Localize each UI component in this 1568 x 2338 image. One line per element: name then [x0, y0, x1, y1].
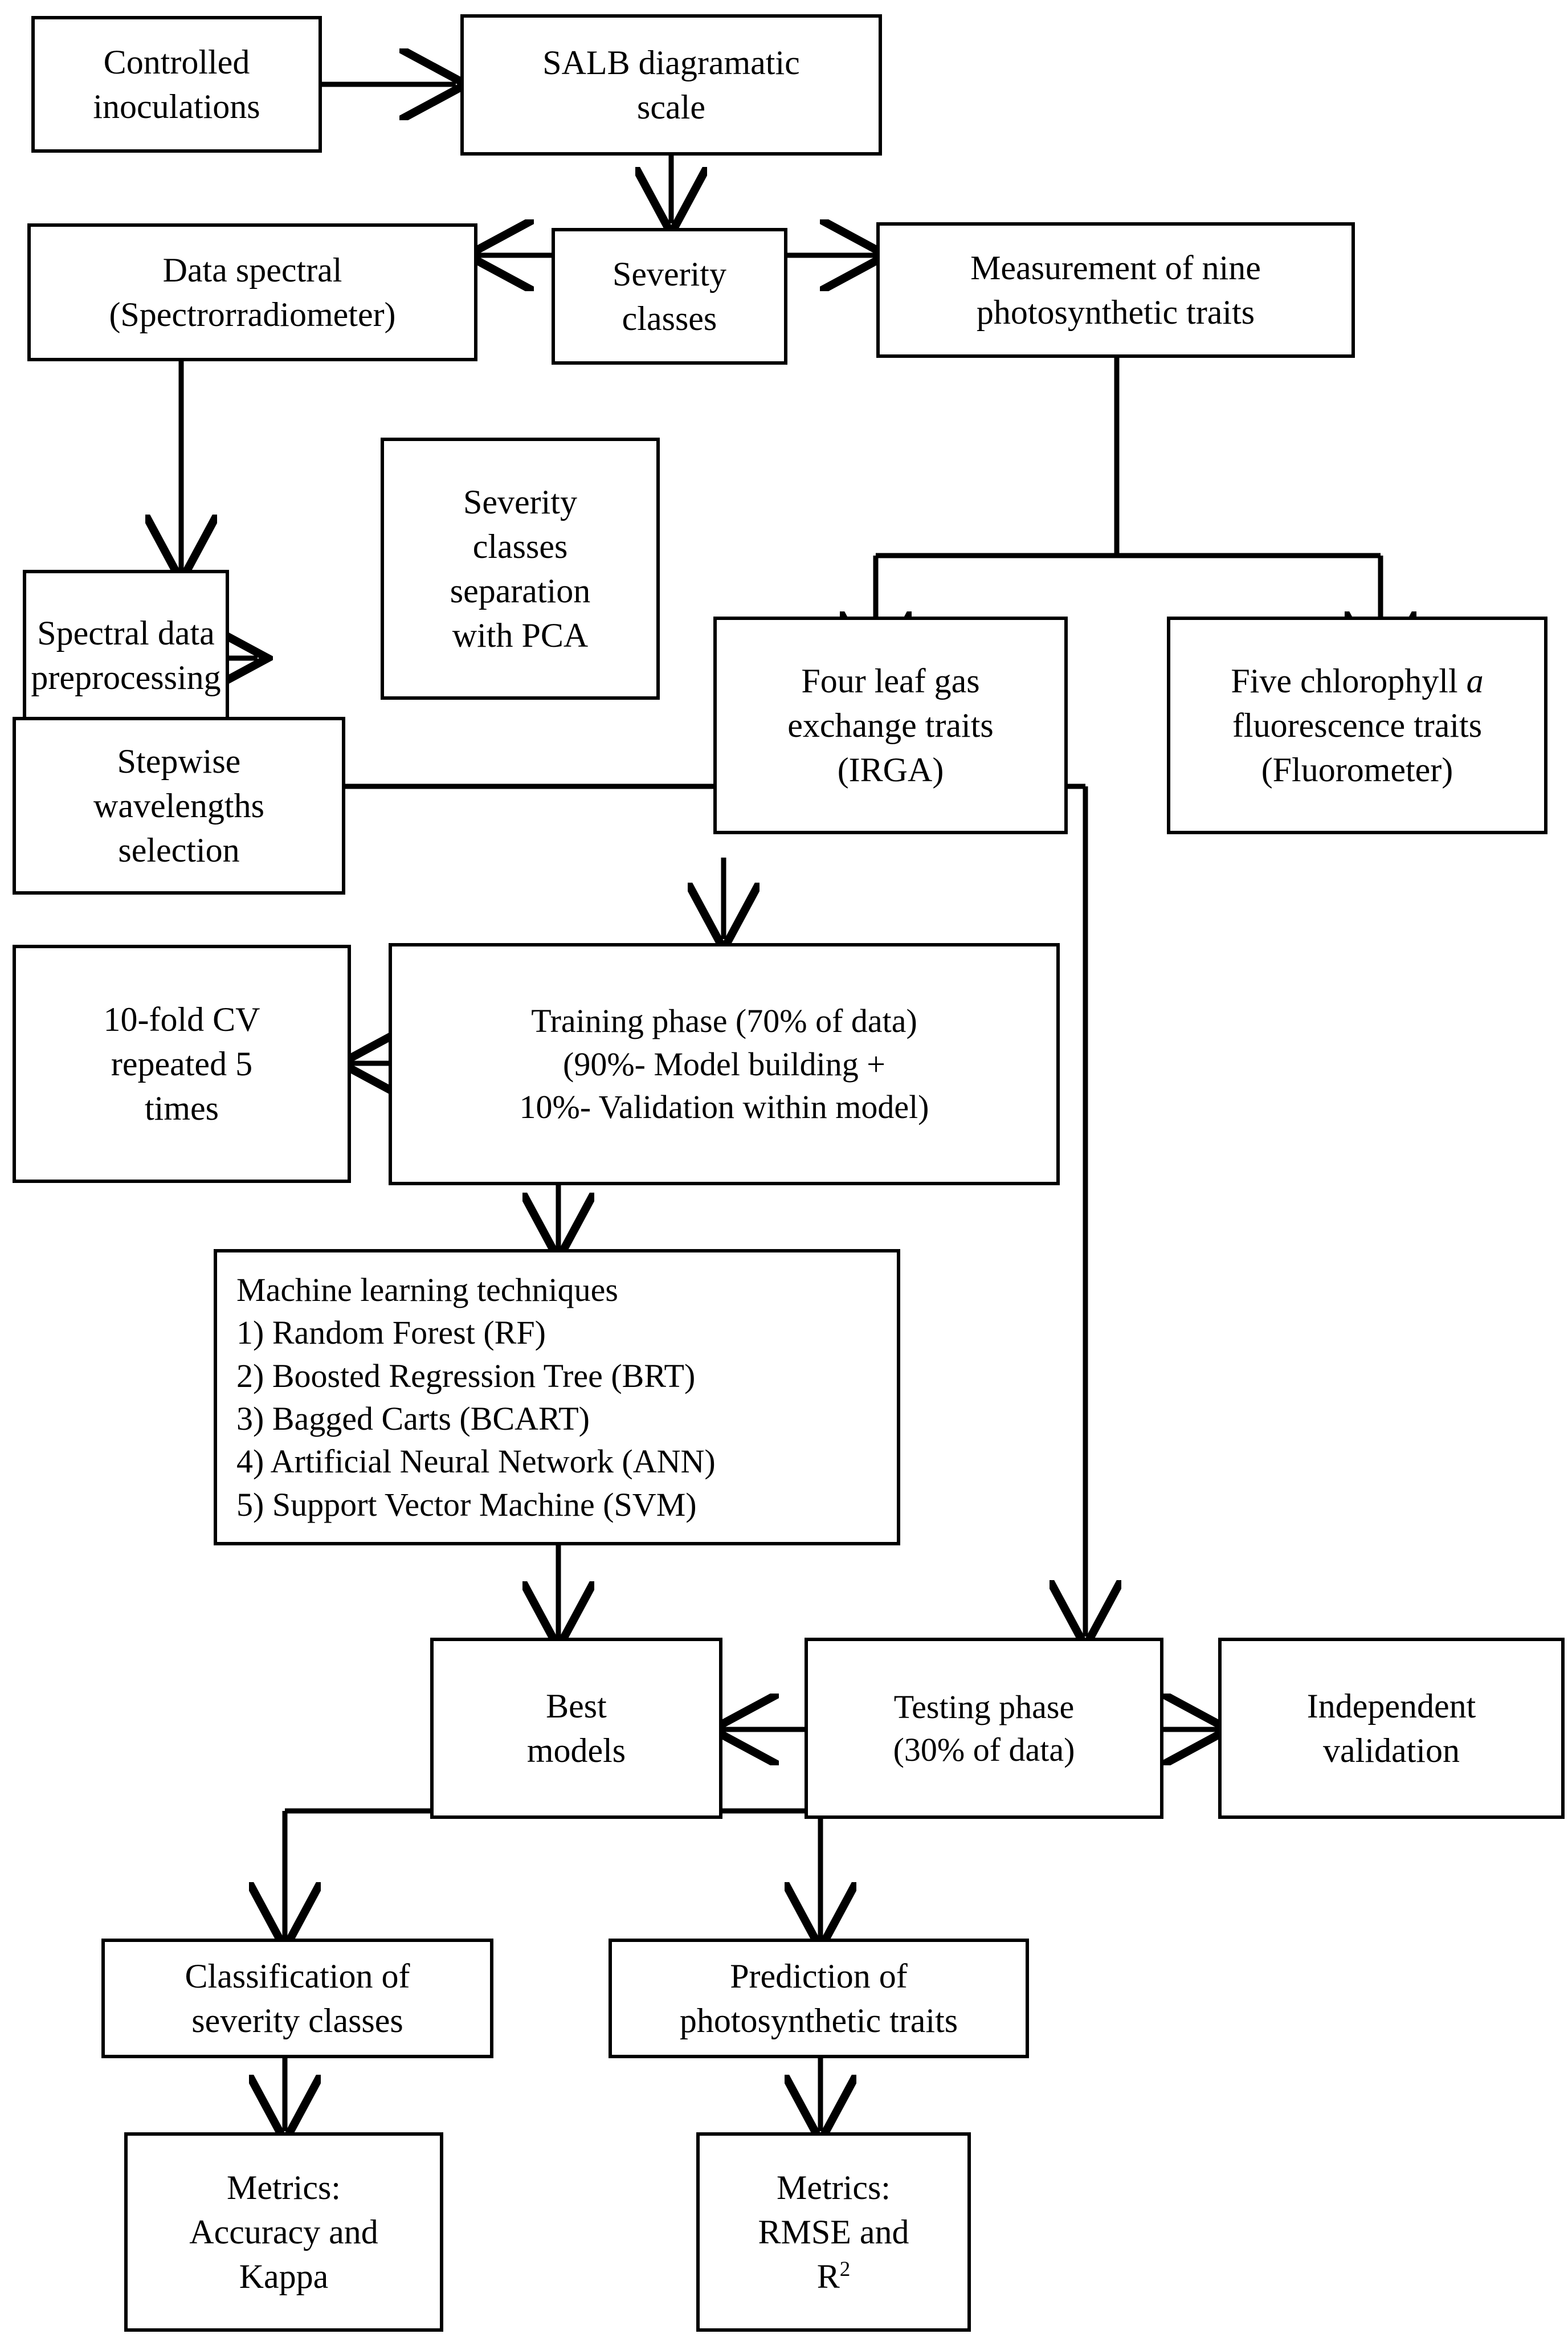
node-five-chlorophyll-label: Five chlorophyll a fluorescence traits (… — [1225, 659, 1489, 792]
text-line: RMSE and — [758, 2213, 909, 2251]
node-metrics-classification-label: Metrics: Accuracy and Kappa — [183, 2165, 383, 2299]
node-metrics-classification[interactable]: Metrics: Accuracy and Kappa — [124, 2132, 443, 2332]
text-line: 10-fold CV — [103, 1001, 260, 1038]
text-line: Severity — [463, 483, 577, 521]
node-salb-scale[interactable]: SALB diagramatic scale — [460, 14, 882, 156]
node-salb-scale-label: SALB diagramatic scale — [537, 40, 806, 129]
text-line: photosynthetic traits — [976, 293, 1255, 331]
text-line: exchange traits — [787, 707, 994, 744]
ml-heading: Machine learning techniques — [236, 1271, 618, 1308]
node-metrics-regression-label: Metrics: RMSE and R2 — [752, 2165, 914, 2299]
text-line: (Fluorometer) — [1261, 751, 1453, 789]
text-line: R2 — [817, 2258, 851, 2295]
text-line: preprocessing — [31, 659, 221, 696]
text-line: Controlled — [103, 43, 250, 81]
superscript: 2 — [839, 2258, 851, 2281]
text-italic: a — [1466, 662, 1484, 700]
text-line: Prediction of — [730, 1957, 908, 1995]
node-measurement-nine-traits-label: Measurement of nine photosynthetic trait… — [965, 246, 1267, 334]
node-pca-separation-label: Severity classes separation with PCA — [444, 480, 597, 658]
node-four-leaf-gas-label: Four leaf gas exchange traits (IRGA) — [782, 659, 999, 792]
node-spectral-preprocessing[interactable]: Spectral data preprocessing — [23, 570, 229, 741]
text-frag: R — [816, 2258, 840, 2295]
text-line: Stepwise — [117, 742, 241, 780]
node-data-spectral-label: Data spectral (Spectrorradiometer) — [103, 248, 401, 337]
text-line: Kappa — [239, 2258, 329, 2295]
node-10fold-cv-label: 10-fold CV repeated 5 times — [98, 997, 266, 1131]
node-prediction-traits-label: Prediction of photosynthetic traits — [674, 1954, 963, 2043]
node-classification-severity-label: Classification of severity classes — [179, 1954, 416, 2043]
text-line: classes — [472, 528, 568, 565]
node-independent-validation-label: Independent validation — [1301, 1684, 1482, 1773]
node-testing-phase[interactable]: Testing phase (30% of data) — [805, 1638, 1163, 1819]
text-line: (30% of data) — [893, 1731, 1075, 1768]
text-line: inoculations — [93, 88, 260, 125]
text-line: separation — [450, 572, 591, 610]
ml-item: 5) Support Vector Machine (SVM) — [236, 1486, 697, 1523]
text-line: Measurement of nine — [970, 249, 1261, 287]
node-best-models[interactable]: Best models — [430, 1638, 722, 1819]
node-classification-severity[interactable]: Classification of severity classes — [101, 1939, 493, 2058]
text-line: Accuracy and — [189, 2213, 378, 2251]
text-line: validation — [1323, 1732, 1460, 1769]
node-prediction-traits[interactable]: Prediction of photosynthetic traits — [609, 1939, 1029, 2058]
text-line: 10%- Validation within model) — [519, 1088, 929, 1126]
text-line: Metrics: — [777, 2169, 891, 2206]
text-line: SALB diagramatic — [542, 44, 800, 81]
node-measurement-nine-traits[interactable]: Measurement of nine photosynthetic trait… — [876, 222, 1355, 358]
ml-item: 4) Artificial Neural Network (ANN) — [236, 1443, 716, 1480]
node-training-phase[interactable]: Training phase (70% of data) (90%- Model… — [389, 943, 1060, 1185]
node-ml-techniques-label: Machine learning techniques 1) Random Fo… — [217, 1268, 897, 1526]
ml-item: 1) Random Forest (RF) — [236, 1314, 546, 1352]
text-line: Independent — [1306, 1687, 1476, 1725]
node-ml-techniques[interactable]: Machine learning techniques 1) Random Fo… — [214, 1249, 900, 1545]
text-line: Four leaf gas — [801, 662, 980, 700]
text-line: scale — [637, 88, 705, 126]
node-data-spectral[interactable]: Data spectral (Spectrorradiometer) — [27, 223, 477, 361]
ml-item: 2) Boosted Regression Tree (BRT) — [236, 1357, 696, 1394]
node-independent-validation[interactable]: Independent validation — [1218, 1638, 1565, 1819]
text-line: severity classes — [191, 2002, 403, 2039]
node-testing-phase-label: Testing phase (30% of data) — [888, 1686, 1081, 1772]
text-line: (Spectrorradiometer) — [109, 296, 396, 333]
text-line: classes — [622, 300, 717, 337]
node-spectral-preprocessing-label: Spectral data preprocessing — [25, 611, 226, 700]
node-severity-classes-label: Severity classes — [607, 252, 732, 341]
text-line: Testing phase — [893, 1688, 1075, 1725]
node-metrics-regression[interactable]: Metrics: RMSE and R2 — [696, 2132, 971, 2332]
text-line: wavelengths — [93, 787, 264, 825]
node-stepwise-selection[interactable]: Stepwise wavelengths selection — [13, 717, 345, 895]
text-line: models — [526, 1732, 626, 1769]
text-line: with PCA — [452, 617, 589, 654]
ml-item: 3) Bagged Carts (BCART) — [236, 1400, 590, 1437]
node-controlled-inoculations-label: Controlled inoculations — [87, 40, 266, 129]
node-10fold-cv[interactable]: 10-fold CV repeated 5 times — [13, 945, 351, 1183]
text-line: Data spectral — [162, 251, 342, 289]
text-line: Spectral data — [37, 614, 215, 652]
node-controlled-inoculations[interactable]: Controlled inoculations — [31, 16, 322, 153]
text-line: selection — [118, 831, 240, 869]
connector-bestmodels-bracket — [282, 1808, 823, 1886]
text-line: times — [144, 1090, 219, 1127]
text-line: repeated 5 — [111, 1045, 253, 1083]
text-line: fluorescence traits — [1232, 707, 1483, 744]
connector-measurement-bracket — [873, 553, 1383, 618]
node-severity-classes[interactable]: Severity classes — [552, 228, 787, 365]
text-line: Best — [546, 1687, 607, 1725]
node-five-chlorophyll[interactable]: Five chlorophyll a fluorescence traits (… — [1167, 617, 1547, 834]
text-line: Severity — [612, 255, 726, 293]
node-stepwise-selection-label: Stepwise wavelengths selection — [88, 739, 270, 872]
text-line: (90%- Model building + — [563, 1045, 885, 1083]
node-training-phase-label: Training phase (70% of data) (90%- Model… — [514, 999, 935, 1128]
text-frag: Five chlorophyll — [1231, 662, 1467, 700]
text-line: Classification of — [185, 1957, 410, 1995]
text-line: Training phase (70% of data) — [531, 1002, 917, 1040]
text-line: (IRGA) — [837, 751, 944, 789]
text-line: photosynthetic traits — [679, 2002, 958, 2039]
node-best-models-label: Best models — [521, 1684, 631, 1773]
node-pca-separation[interactable]: Severity classes separation with PCA — [381, 438, 660, 700]
text-line: Metrics: — [227, 2169, 341, 2206]
node-four-leaf-gas[interactable]: Four leaf gas exchange traits (IRGA) — [713, 617, 1068, 834]
text-line: Five chlorophyll a — [1231, 662, 1483, 700]
